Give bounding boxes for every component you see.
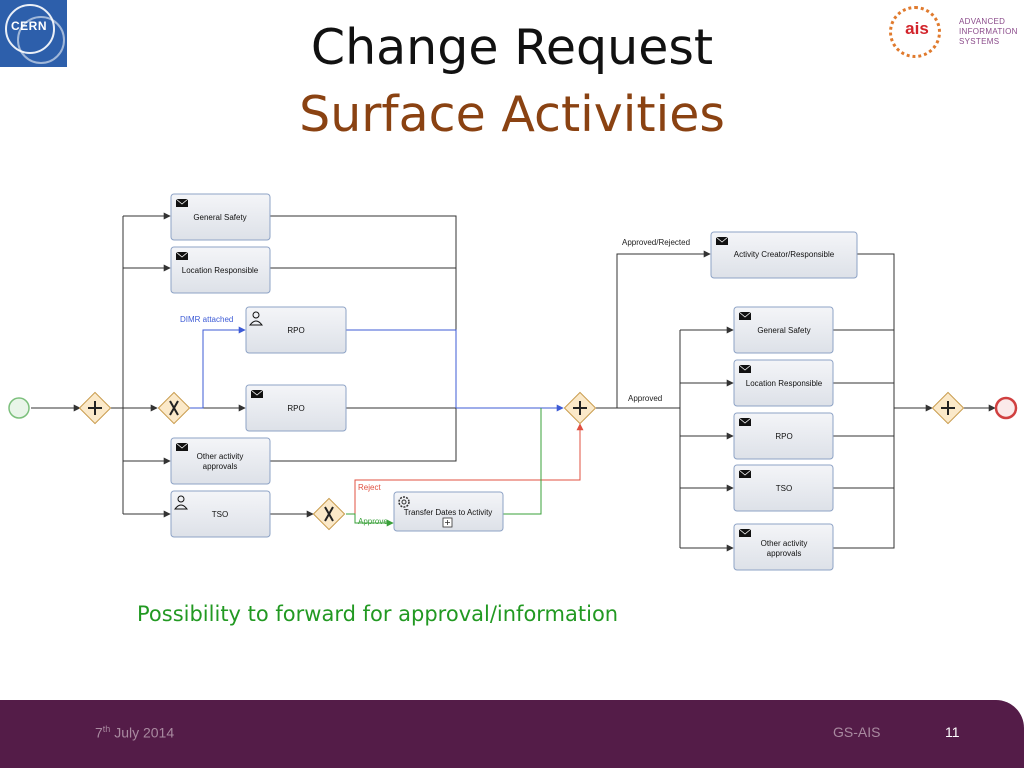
mail-icon	[250, 389, 264, 398]
task-tso-user[interactable]: TSO	[170, 490, 271, 538]
task-label: RPO	[287, 404, 304, 413]
ais-logo: ais ADVANCED INFORMATION SYSTEMS	[887, 2, 1022, 68]
task-label-line2: approvals	[767, 549, 802, 558]
flow-rpo-user-out	[346, 329, 457, 408]
exclusive-gateway-tso[interactable]	[312, 497, 346, 531]
task-label: Activity Creator/Responsible	[734, 250, 835, 259]
caption: Possibility to forward for approval/info…	[137, 602, 619, 626]
cern-logo: CERN	[0, 0, 67, 67]
date-suffix: th	[102, 724, 111, 734]
mail-icon	[715, 236, 729, 245]
mail-icon	[175, 251, 189, 260]
user-icon	[248, 311, 264, 326]
task-label: TSO	[212, 510, 228, 519]
footer-org: GS-AIS	[833, 724, 881, 740]
user-icon	[173, 495, 189, 510]
mail-icon	[175, 442, 189, 451]
label-approve: Approve	[358, 517, 388, 526]
parallel-gateway-split[interactable]	[78, 391, 112, 425]
mail-icon	[738, 311, 752, 320]
flow-join-up	[616, 250, 711, 408]
start-event[interactable]	[8, 397, 30, 419]
subprocess-expand-icon[interactable]	[442, 517, 453, 528]
footer-date: 7th July 2014	[95, 724, 174, 741]
task-label: Location Responsible	[182, 266, 259, 275]
parallel-gateway-final[interactable]	[931, 391, 965, 425]
task-label: RPO	[775, 432, 792, 441]
mail-icon	[738, 417, 752, 426]
task-label: RPO	[287, 326, 304, 335]
task-rpo-mail[interactable]: RPO	[245, 384, 347, 432]
gear-icon	[398, 496, 410, 508]
flow-activity-creator-out	[857, 253, 895, 408]
task-label-line1: Other activity	[197, 452, 244, 461]
date-rest: July 2014	[110, 724, 175, 741]
task-rpo-2[interactable]: RPO	[733, 412, 834, 460]
task-general-safety[interactable]: General Safety	[170, 193, 271, 241]
task-label: TSO	[776, 484, 792, 493]
flow-transfer-out	[503, 408, 542, 515]
task-label: Location Responsible	[746, 379, 823, 388]
bpmn-diagram: DIMR attached Reject Approve Approved/Re…	[8, 193, 1018, 571]
mail-icon	[738, 469, 752, 478]
flow-approve	[346, 513, 394, 527]
label-approved-rejected: Approved/Rejected	[622, 238, 690, 247]
mail-icon	[738, 528, 752, 537]
task-transfer-dates[interactable]: Transfer Dates to Activity	[393, 491, 504, 532]
mail-icon	[738, 364, 752, 373]
date-day: 7	[95, 724, 103, 741]
task-other-activity-approvals-2[interactable]: Other activity approvals	[733, 523, 834, 571]
task-general-safety-2[interactable]: General Safety	[733, 306, 834, 354]
footer-bar: 7th July 2014 GS-AIS 11	[0, 700, 1024, 768]
task-rpo-user[interactable]: RPO	[245, 306, 347, 354]
task-tso-2[interactable]: TSO	[733, 464, 834, 512]
cern-logo-ring-small	[17, 16, 65, 64]
ais-logo-word: ais	[905, 19, 929, 38]
task-location-responsible[interactable]: Location Responsible	[170, 246, 271, 294]
page-number: 11	[945, 724, 960, 740]
exclusive-gateway-dimr[interactable]	[157, 391, 191, 425]
end-event[interactable]	[994, 396, 1018, 420]
ais-logo-dots	[889, 6, 941, 58]
slide-subtitle: Surface Activities	[299, 86, 725, 143]
label-reject: Reject	[358, 483, 381, 492]
slide-title: Change Request	[310, 19, 714, 76]
label-approved: Approved	[628, 394, 662, 403]
task-label: General Safety	[193, 213, 246, 222]
task-other-activity-approvals[interactable]: Other activity approvals	[170, 437, 271, 485]
task-label-line1: Other activity	[761, 539, 808, 548]
parallel-gateway-join[interactable]	[563, 391, 597, 425]
label-dimr-attached: DIMR attached	[180, 315, 233, 324]
task-activity-creator[interactable]: Activity Creator/Responsible	[710, 231, 858, 279]
task-label-line2: approvals	[203, 462, 238, 471]
mail-icon	[175, 198, 189, 207]
task-label: Transfer Dates to Activity	[404, 508, 493, 517]
flow-dimr-attached	[190, 326, 246, 409]
task-label: General Safety	[757, 326, 810, 335]
flow-other-activity-out	[270, 408, 457, 462]
flow-other-activity-2-out	[833, 408, 895, 549]
task-location-responsible-2[interactable]: Location Responsible	[733, 359, 834, 407]
ais-logo-text: ADVANCED INFORMATION SYSTEMS	[959, 17, 1018, 46]
cern-logo-text: CERN	[10, 19, 47, 33]
